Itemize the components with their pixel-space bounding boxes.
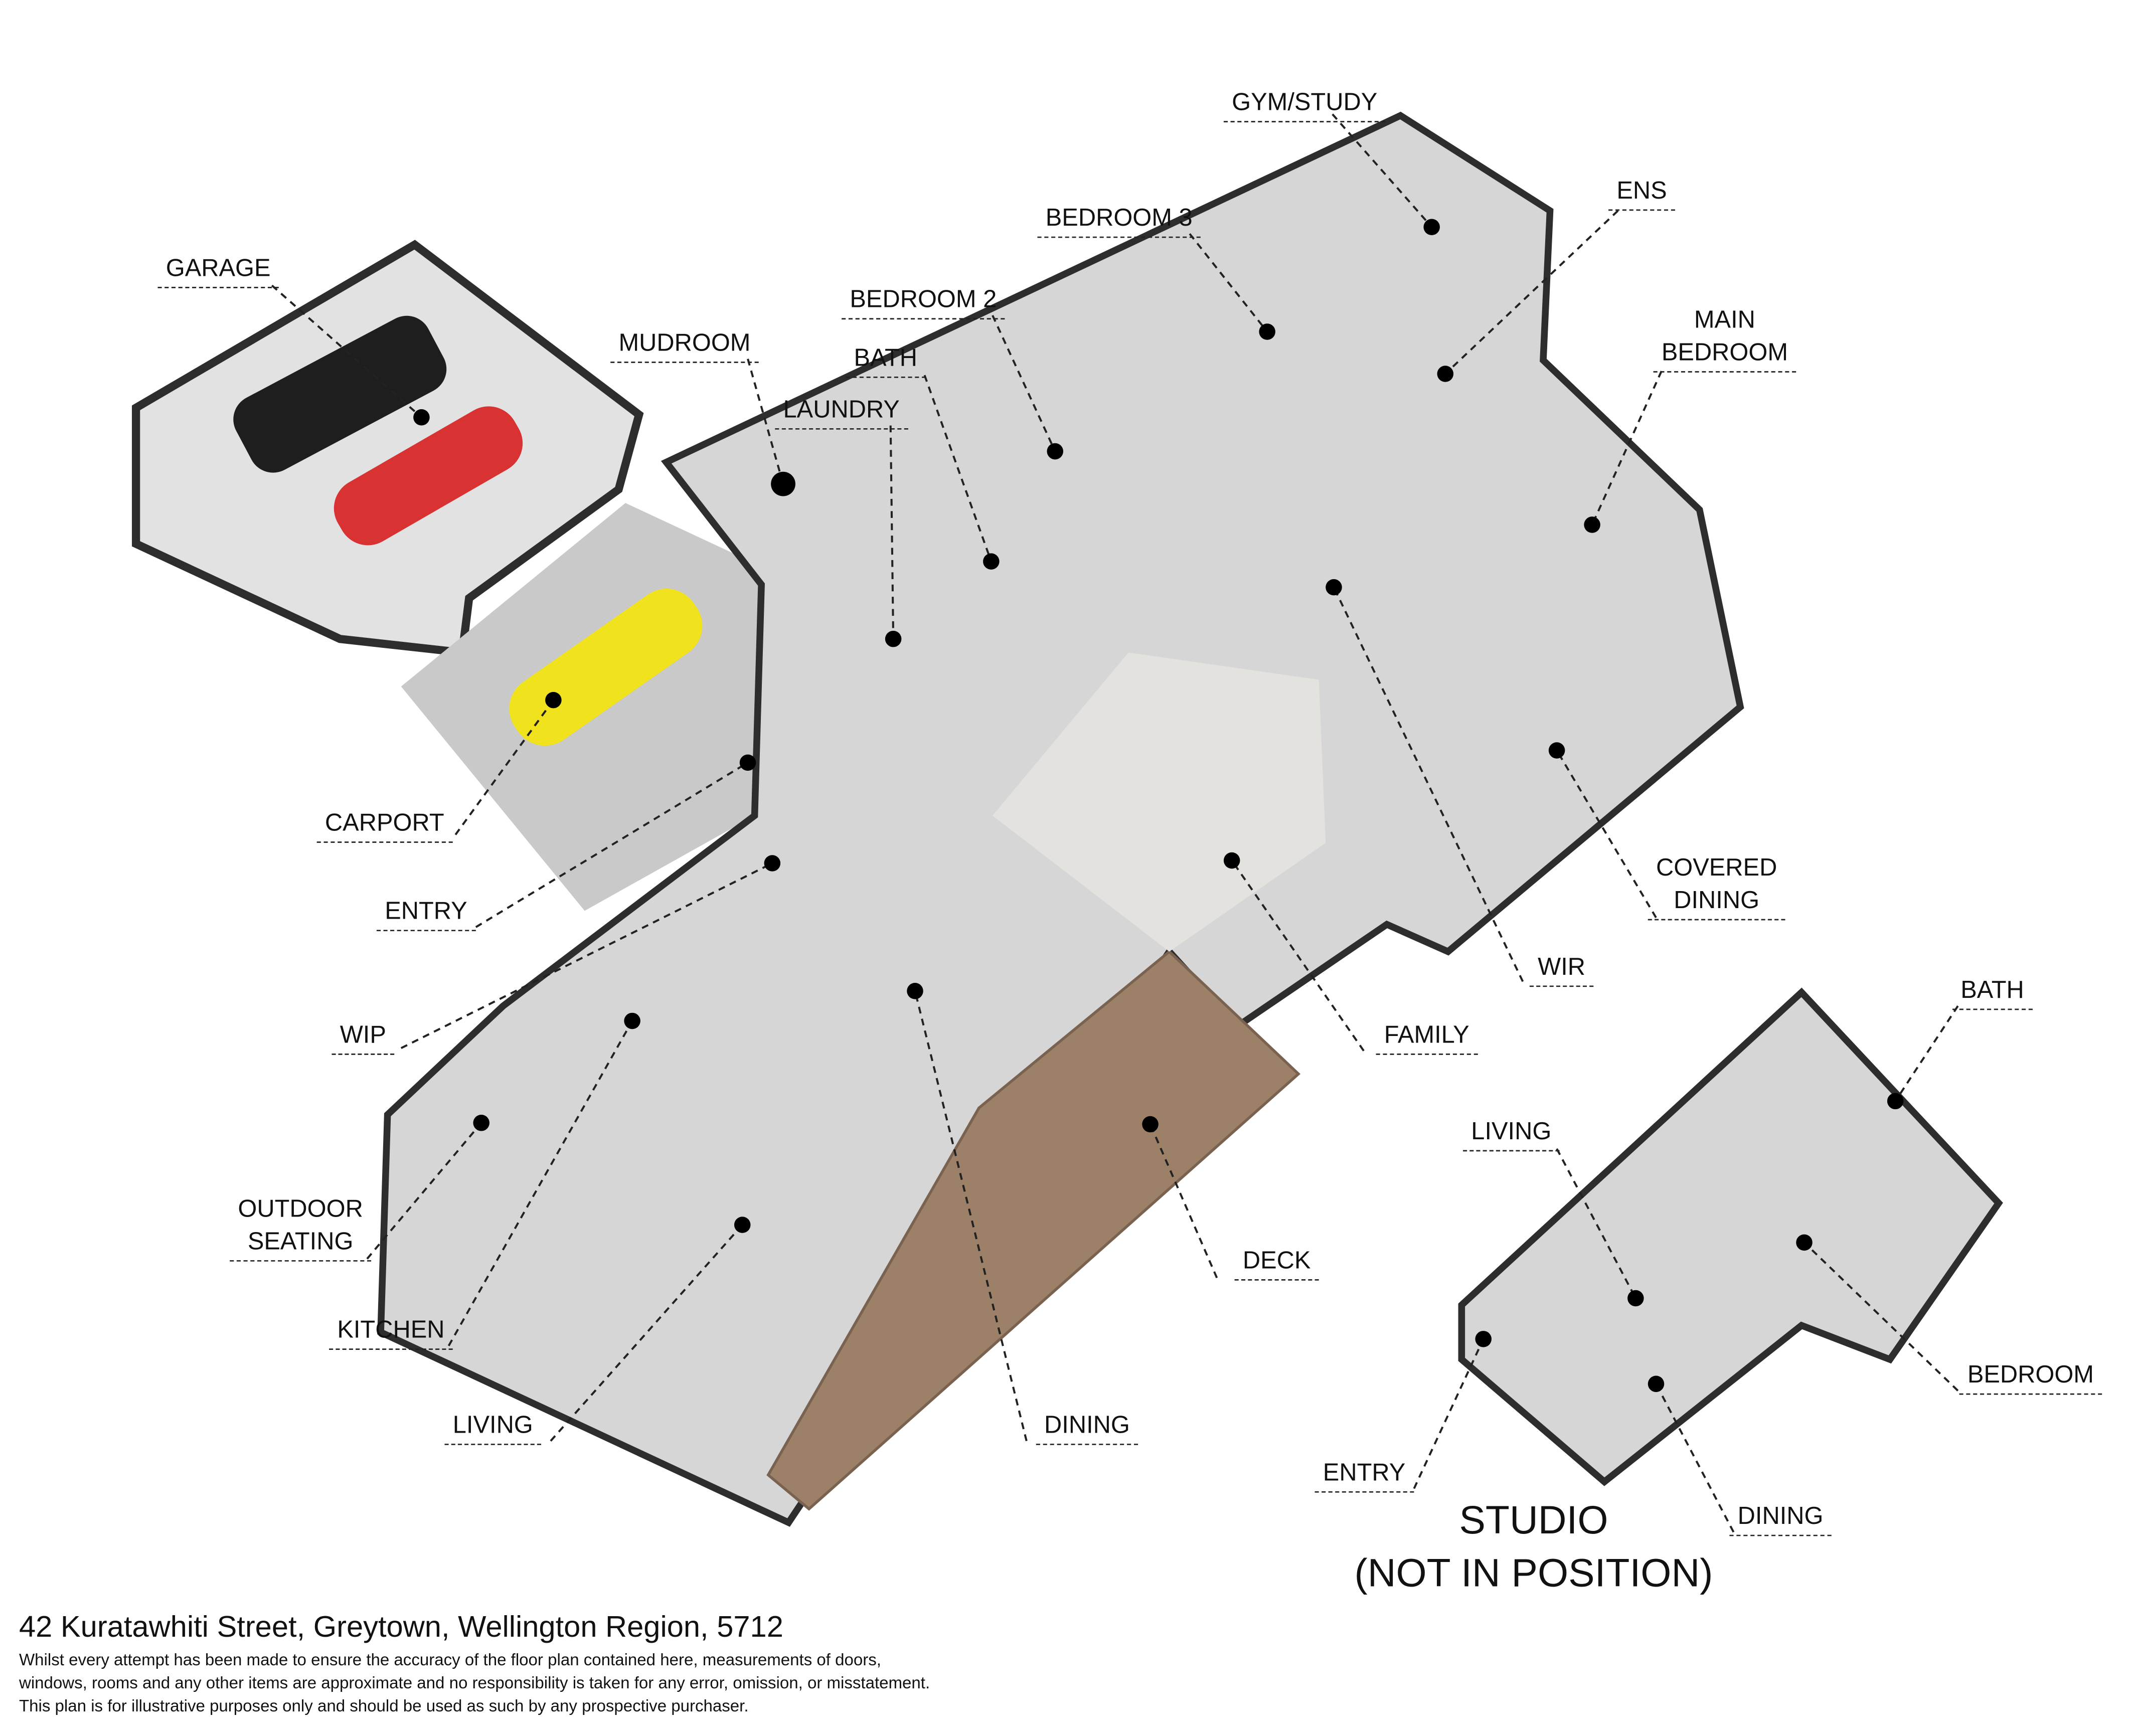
label-carport: CARPORT (316, 806, 452, 843)
label-deck: DECK (1234, 1244, 1319, 1281)
disclaimer-line: Whilst every attempt has been made to en… (19, 1650, 882, 1670)
label-gym-study: GYM/STUDY (1223, 86, 1386, 122)
property-address: 42 Kuratawhiti Street, Greytown, Welling… (19, 1609, 783, 1644)
studio-title: STUDIO (NOT IN POSITION) (1346, 1495, 1721, 1601)
footer: 42 Kuratawhiti Street, Greytown, Welling… (19, 1608, 930, 1718)
deck-floor (766, 950, 1301, 1511)
label-mudroom: MUDROOM (610, 326, 759, 363)
garage-floor (131, 240, 644, 657)
label-line: SEATING (247, 1228, 354, 1255)
label-kitchen: KITCHEN (329, 1313, 453, 1350)
label-studio-bedroom: BEDROOM (1959, 1358, 2102, 1395)
car-red (334, 406, 523, 546)
studio-title-line: (NOT IN POSITION) (1354, 1552, 1713, 1596)
carport-floor (401, 503, 830, 911)
studio-floor (1458, 987, 2003, 1486)
label-bath: BATH (846, 341, 926, 378)
label-line: BEDROOM (1661, 338, 1788, 366)
label-bedroom-3: BEDROOM 3 (1037, 201, 1201, 238)
label-main-bedroom: MAIN BEDROOM (1653, 303, 1796, 373)
label-dining: DINING (1036, 1409, 1138, 1445)
label-ens: ENS (1608, 174, 1675, 211)
label-line: COVERED (1656, 853, 1777, 881)
label-studio-dining: DINING (1729, 1499, 1832, 1536)
room-markers (413, 219, 1904, 1393)
label-living: LIVING (444, 1409, 542, 1445)
label-laundry: LAUNDRY (775, 393, 908, 430)
label-studio-bath: BATH (1952, 973, 2033, 1010)
disclaimer: Whilst every attempt has been made to en… (19, 1649, 930, 1718)
label-garage: GARAGE (157, 252, 279, 288)
label-entry: ENTRY (376, 895, 476, 932)
label-bedroom-2: BEDROOM 2 (842, 283, 1005, 320)
label-line: DINING (1674, 886, 1760, 914)
label-outdoor-seating: OUTDOOR SEATING (230, 1192, 372, 1262)
car-black (233, 315, 447, 473)
disclaimer-line: windows, rooms and any other items are a… (19, 1673, 930, 1693)
leader-lines (271, 113, 1959, 1533)
label-wip: WIP (332, 1018, 395, 1055)
label-studio-entry: ENTRY (1315, 1456, 1414, 1493)
label-wir: WIR (1529, 950, 1594, 987)
studio-title-line: STUDIO (1459, 1499, 1608, 1543)
label-line: MAIN (1694, 305, 1755, 333)
disclaimer-line: This plan is for illustrative purposes o… (19, 1696, 749, 1716)
label-line: OUTDOOR (238, 1194, 363, 1223)
label-family: FAMILY (1376, 1018, 1478, 1055)
label-studio-living: LIVING (1463, 1115, 1560, 1152)
label-covered-dining: COVERED DINING (1648, 851, 1785, 921)
